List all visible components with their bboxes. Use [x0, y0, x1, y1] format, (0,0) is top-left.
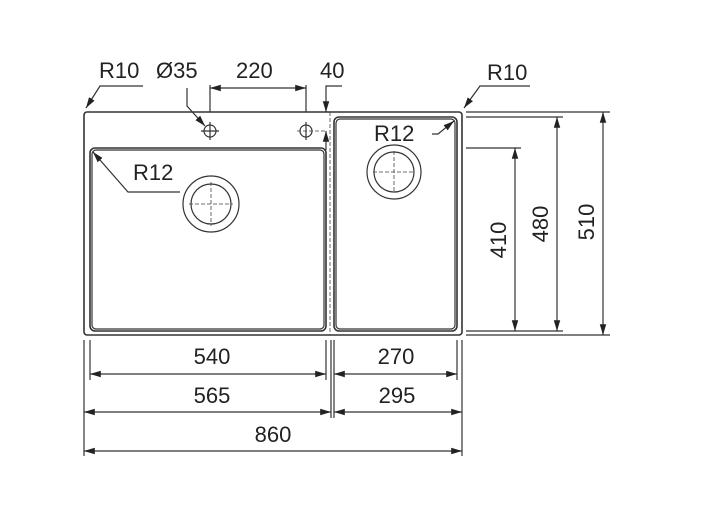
sink-outline	[83, 111, 463, 336]
leader-r12-left	[92, 151, 180, 193]
small-bowl-inner	[335, 118, 456, 330]
leader-r10-right	[463, 85, 530, 109]
tap-hole-left	[201, 122, 219, 140]
tap-hole-right	[297, 122, 325, 140]
label-860: 860	[255, 422, 292, 447]
label-r10-left: R10	[99, 58, 139, 83]
large-bowl	[89, 147, 327, 332]
bottom-extension-lines	[83, 340, 463, 456]
leader-r12-right	[432, 120, 455, 135]
label-r12-left: R12	[133, 160, 173, 185]
label-270: 270	[378, 344, 415, 369]
label-40: 40	[320, 58, 344, 83]
dim-40-top	[322, 85, 342, 112]
label-480: 480	[528, 206, 553, 243]
label-540: 540	[194, 344, 231, 369]
label-410: 410	[486, 222, 511, 259]
leader-d35	[186, 88, 206, 127]
label-510: 510	[574, 204, 599, 241]
small-bowl	[333, 116, 458, 332]
label-r10-right: R10	[487, 60, 527, 85]
label-d35: Ø35	[156, 58, 198, 83]
label-565: 565	[194, 383, 231, 408]
drain-small-bowl	[366, 144, 422, 200]
large-bowl-inner	[91, 149, 325, 330]
label-220: 220	[236, 58, 273, 83]
leader-r10-left	[85, 85, 143, 109]
label-295: 295	[379, 383, 416, 408]
drain-large-bowl	[182, 175, 240, 233]
label-r12-right: R12	[374, 121, 414, 146]
